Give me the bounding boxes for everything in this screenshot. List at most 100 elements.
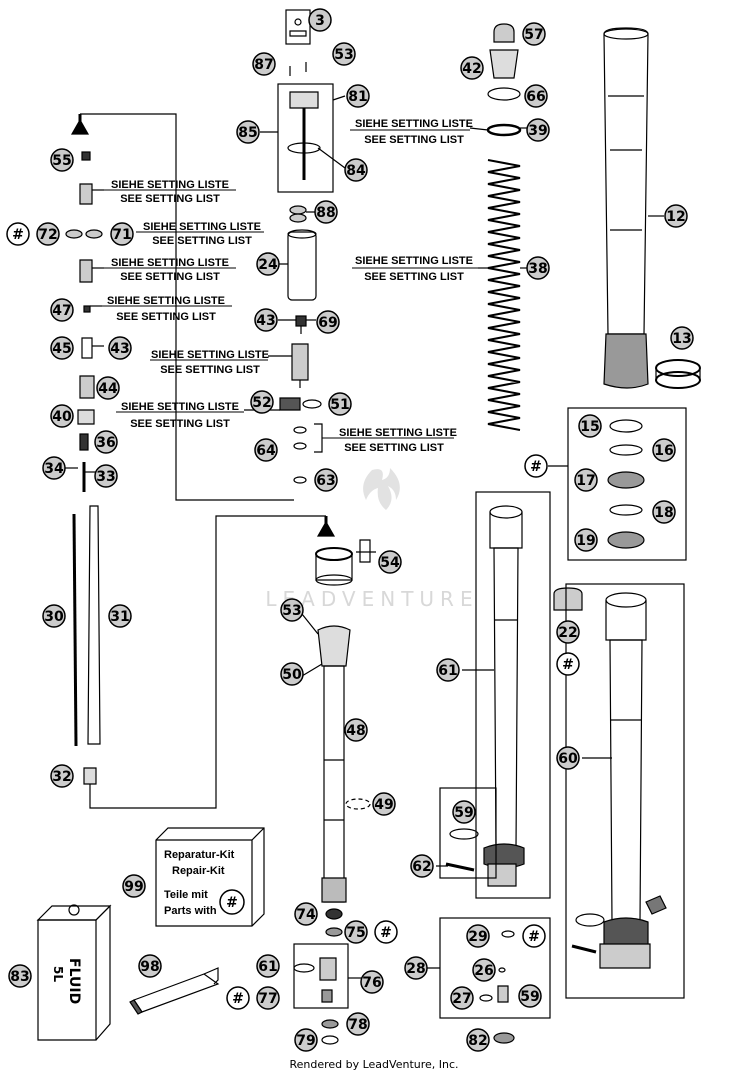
callout-64: 64	[254, 438, 278, 462]
hash-callout-29: #	[522, 924, 546, 948]
svg-text:SEE SETTING LIST: SEE SETTING LIST	[120, 193, 220, 205]
svg-text:SEE SETTING LIST: SEE SETTING LIST	[152, 235, 252, 247]
svg-text:45: 45	[52, 341, 71, 357]
svg-text:44: 44	[98, 381, 118, 397]
callout-87: 87	[252, 52, 276, 76]
svg-text:SIEHE SETTING LISTE: SIEHE SETTING LISTE	[355, 118, 473, 130]
part-75	[325, 927, 343, 937]
callout-55: 55	[50, 148, 74, 172]
note-4: SIEHE SETTING LISTE SEE SETTING LIST	[102, 295, 232, 323]
part-48-inner-tube	[315, 547, 353, 903]
note-8: SIEHE SETTING LISTE SEE SETTING LIST	[352, 255, 478, 283]
svg-text:28: 28	[406, 961, 425, 977]
svg-text:32: 32	[52, 769, 71, 785]
part-40	[77, 409, 95, 425]
part-82b	[493, 1032, 515, 1044]
svg-text:SEE SETTING LIST: SEE SETTING LIST	[130, 418, 230, 430]
part-69	[295, 315, 307, 327]
svg-text:47: 47	[52, 303, 71, 319]
part-24-tube	[287, 231, 317, 301]
svg-text:13: 13	[672, 331, 691, 347]
part-38-spring	[487, 159, 521, 431]
callout-19: 19	[574, 528, 598, 552]
callout-50: 50	[280, 662, 304, 686]
svg-text:72: 72	[38, 227, 57, 243]
svg-text:55: 55	[52, 153, 71, 169]
footer-credit: Rendered by LeadVenture, Inc.	[289, 1058, 458, 1071]
svg-text:87: 87	[254, 57, 273, 73]
callout-30: 30	[42, 604, 66, 628]
svg-text:33: 33	[96, 469, 115, 485]
svg-text:SIEHE SETTING LISTE: SIEHE SETTING LISTE	[111, 257, 229, 269]
part-45	[81, 337, 93, 359]
svg-text:59: 59	[454, 805, 473, 821]
callout-47: 47	[50, 298, 74, 322]
svg-text:88: 88	[316, 205, 335, 221]
part-47	[83, 305, 91, 313]
callout-99: 99	[122, 874, 146, 898]
callout-63a: 63	[314, 468, 338, 492]
svg-text:19: 19	[576, 533, 595, 549]
part-17	[607, 471, 645, 489]
svg-text:79: 79	[296, 1033, 315, 1049]
part-49	[345, 798, 371, 810]
note-5: SIEHE SETTING LISTE SEE SETTING LIST	[150, 349, 269, 376]
svg-text:26: 26	[474, 963, 493, 979]
svg-text:43: 43	[110, 341, 129, 357]
callout-62a: 62	[410, 854, 434, 878]
callout-53b: 53	[280, 598, 304, 622]
svg-text:71: 71	[112, 227, 131, 243]
callout-81: 81	[346, 84, 370, 108]
svg-text:Parts with: Parts with	[164, 905, 217, 917]
svg-text:#: #	[12, 227, 24, 243]
svg-text:61: 61	[258, 959, 277, 975]
svg-text:SIEHE SETTING LISTE: SIEHE SETTING LISTE	[121, 401, 239, 413]
hash-callout-77: #	[226, 986, 250, 1010]
part-44-spring	[79, 375, 95, 399]
svg-text:27: 27	[452, 991, 471, 1007]
callout-31: 31	[108, 604, 132, 628]
svg-text:3: 3	[315, 13, 325, 29]
part-88	[289, 205, 307, 215]
part-shim-stack-1	[79, 183, 93, 205]
repair-kit-box	[155, 827, 265, 927]
svg-text:82: 82	[468, 1033, 487, 1049]
part-42	[489, 49, 519, 79]
svg-text:36: 36	[96, 435, 115, 451]
svg-text:22: 22	[558, 625, 577, 641]
callout-32: 32	[50, 764, 74, 788]
callout-54: 54	[378, 550, 402, 574]
callout-49: 49	[372, 792, 396, 816]
callout-53: 53	[332, 42, 356, 66]
part-31-rod	[87, 505, 101, 745]
callout-39: 39	[526, 118, 550, 142]
svg-text:81: 81	[348, 89, 367, 105]
part-52-valve	[279, 397, 301, 411]
callout-22: 22	[556, 620, 580, 644]
callout-3: 3	[308, 8, 332, 32]
part-15	[609, 419, 643, 433]
svg-text:84: 84	[346, 163, 366, 179]
callout-34: 34	[42, 456, 66, 480]
svg-text:15: 15	[580, 419, 599, 435]
setting-notes: SIEHE SETTING LISTE SEE SETTING LIST SIE…	[102, 118, 478, 454]
callout-71: 71	[110, 222, 134, 246]
callout-88: 88	[314, 200, 338, 224]
callout-18: 18	[652, 500, 676, 524]
svg-text:77: 77	[258, 991, 277, 1007]
seal-kit-box	[567, 407, 687, 561]
callout-15: 15	[578, 414, 602, 438]
svg-text:49: 49	[374, 797, 393, 813]
svg-text:FLUID: FLUID	[66, 958, 82, 1004]
svg-text:Teile mit: Teile mit	[164, 889, 208, 901]
part-39	[486, 123, 522, 137]
part-16	[609, 444, 643, 456]
svg-text:29: 29	[468, 929, 487, 945]
callout-43a: 43	[254, 308, 278, 332]
note-3: SIEHE SETTING LISTE SEE SETTING LIST	[104, 257, 236, 283]
svg-text:57: 57	[524, 27, 543, 43]
callout-61a: 61	[436, 658, 460, 682]
part-66	[487, 87, 521, 101]
callout-83: 83	[8, 964, 32, 988]
